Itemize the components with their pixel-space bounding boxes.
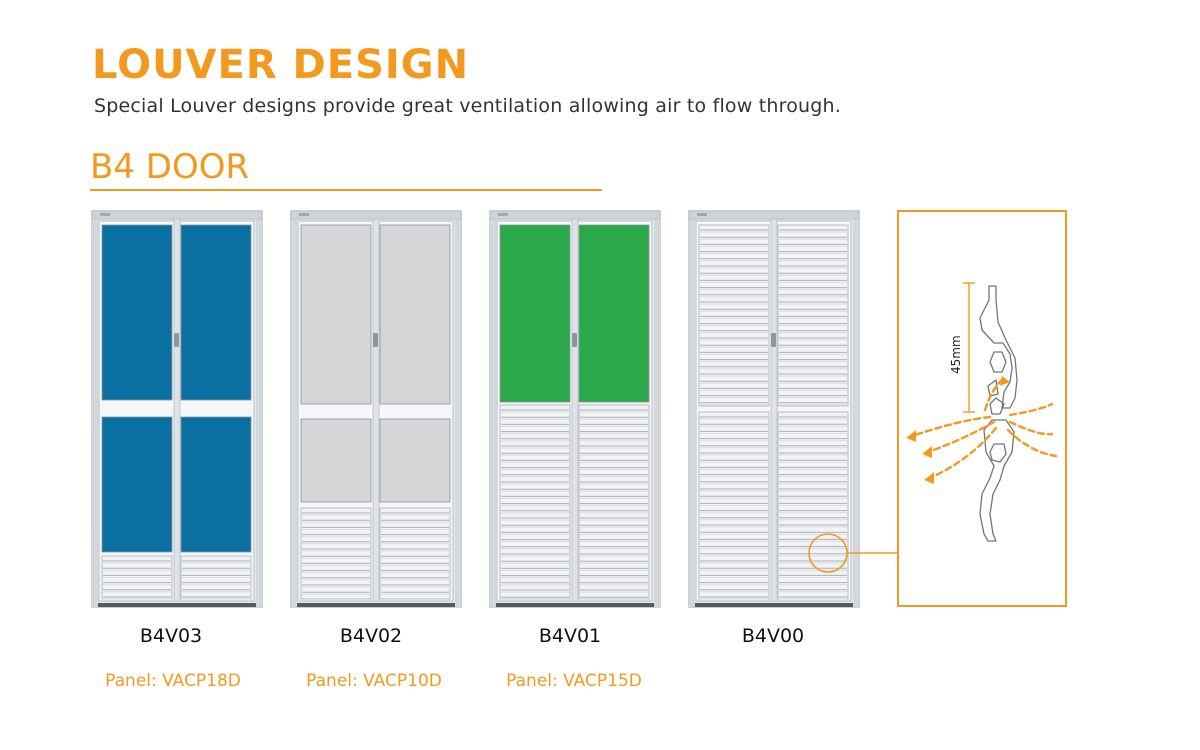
- page-title: LOUVER DESIGN: [92, 42, 470, 88]
- louver-section: [379, 507, 451, 600]
- door-leaf-right: [177, 220, 255, 602]
- door-top-track: [688, 210, 860, 220]
- door-panel-upper: [578, 224, 650, 403]
- door-panel-upper: [379, 224, 451, 405]
- louver-section-lower: [698, 411, 770, 600]
- door-handle-icon: [771, 333, 776, 347]
- louver-section: [101, 555, 173, 600]
- door-b4v00: [688, 210, 860, 608]
- door-code-b4v02: B4V02: [339, 625, 403, 647]
- door-jamb-right: [654, 211, 660, 607]
- door-top-track: [91, 210, 263, 220]
- door-top-track: [489, 210, 661, 220]
- louver-section: [499, 404, 571, 600]
- airflow-arrowheads: [906, 376, 1010, 484]
- panel-label-b4v01: Panel: VACP15D: [506, 671, 642, 691]
- brand-mark-icon: [100, 213, 110, 216]
- doors-group: [91, 210, 860, 608]
- page-subtitle: Special Louver designs provide great ven…: [94, 95, 842, 117]
- door-leaf-right: [774, 220, 852, 602]
- door-panel-upper: [499, 224, 571, 403]
- door-panel-upper: [101, 224, 173, 401]
- door-leaf-right: [575, 220, 653, 602]
- door-panel-lower: [101, 416, 173, 553]
- door-handle-icon: [174, 333, 179, 347]
- door-jamb-right: [853, 211, 859, 607]
- louver-section-upper: [698, 224, 770, 407]
- door-jamb-right: [256, 211, 262, 607]
- door-code-b4v00: B4V00: [741, 625, 805, 647]
- door-jamb-left: [689, 211, 695, 607]
- panel-label-b4v03: Panel: VACP18D: [105, 671, 241, 691]
- door-center-stile: [173, 218, 181, 602]
- section-title: B4 DOOR: [90, 147, 250, 187]
- door-bottom-strip: [695, 603, 853, 607]
- door-code-b4v03: B4V03: [139, 625, 203, 647]
- door-bottom-strip: [496, 603, 654, 607]
- door-center-stile: [571, 218, 579, 602]
- door-handle-icon: [572, 333, 577, 347]
- door-leaf-right: [376, 220, 454, 602]
- door-bottom-strip: [98, 603, 256, 607]
- door-b4v03: [91, 210, 263, 608]
- section-underline: [90, 189, 602, 191]
- door-panel-lower: [180, 416, 252, 553]
- door-panel-upper: [180, 224, 252, 401]
- door-panel-upper: [300, 224, 372, 405]
- door-jamb-left: [291, 211, 297, 607]
- louver-section: [180, 555, 252, 600]
- brand-mark-icon: [299, 213, 309, 216]
- detail-box: [897, 210, 1067, 607]
- door-handle-icon: [373, 333, 378, 347]
- louver-section-upper: [777, 224, 849, 407]
- door-leaf-left: [297, 220, 375, 602]
- door-code-b4v01: B4V01: [538, 625, 602, 647]
- dimension-marker: [963, 282, 975, 413]
- airflow-arrows-icon: [910, 376, 1058, 480]
- door-leaf-left: [98, 220, 176, 602]
- door-jamb-left: [92, 211, 98, 607]
- door-b4v01: [489, 210, 661, 608]
- door-jamb-left: [490, 211, 496, 607]
- door-b4v02: [290, 210, 462, 608]
- louver-section-lower: [777, 411, 849, 600]
- louver-section: [578, 404, 650, 600]
- door-center-stile: [770, 218, 778, 602]
- door-leaf-left: [496, 220, 574, 602]
- door-jamb-right: [455, 211, 461, 607]
- louver-section: [300, 507, 372, 600]
- door-top-track: [290, 210, 462, 220]
- dimension-label: 45mm: [949, 335, 963, 374]
- brand-mark-icon: [498, 213, 508, 216]
- door-bottom-strip: [297, 603, 455, 607]
- door-panel-lower: [300, 418, 372, 503]
- door-leaf-left: [695, 220, 773, 602]
- louver-profile-icon: [979, 285, 1018, 542]
- panel-label-b4v02: Panel: VACP10D: [306, 671, 442, 691]
- door-panel-lower: [379, 418, 451, 503]
- brand-mark-icon: [697, 213, 707, 216]
- door-center-stile: [372, 218, 380, 602]
